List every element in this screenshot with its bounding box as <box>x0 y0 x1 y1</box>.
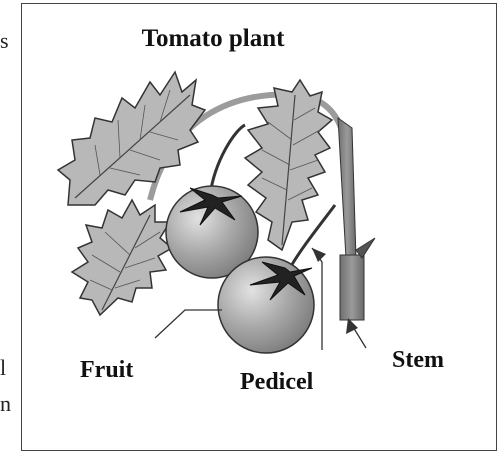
main-stem <box>338 118 375 320</box>
label-pedicel: Pedicel <box>240 369 314 395</box>
diagram-title: Tomato plant <box>142 25 286 52</box>
fruit-pointer <box>155 310 222 338</box>
pedicel-stalk-upper <box>210 125 245 195</box>
leaf-upper-left <box>58 72 205 205</box>
leaf-lower-left <box>72 200 172 315</box>
pedicel-pointer-arrowhead <box>312 248 326 262</box>
label-stem: Stem <box>392 347 444 373</box>
label-fruit: Fruit <box>80 357 133 383</box>
fruit-lower <box>218 257 314 353</box>
